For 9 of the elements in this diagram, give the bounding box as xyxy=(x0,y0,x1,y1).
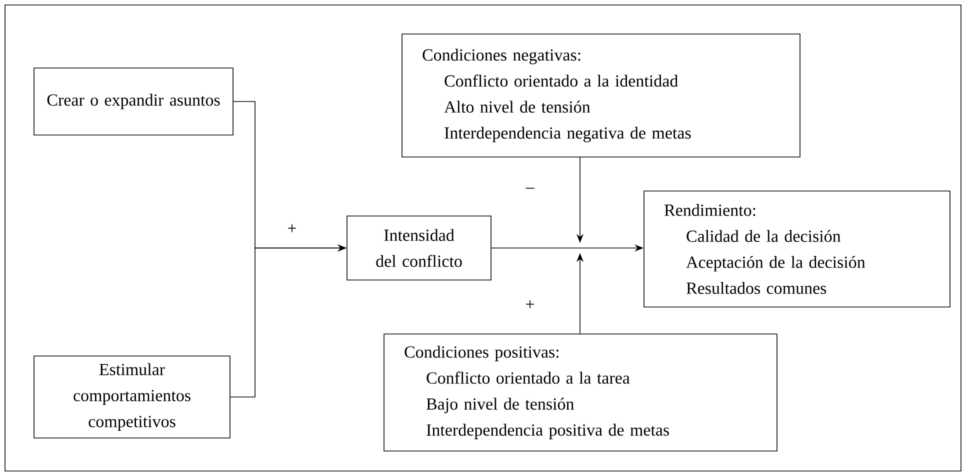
edge-label: + xyxy=(524,299,536,311)
outcome-box: Rendimiento: Calidad de la decisión Aceptación de la decisión Resultados comunes xyxy=(644,190,950,308)
process-box: Crear o expandir asuntos xyxy=(34,68,234,136)
edge-label: + xyxy=(286,223,298,235)
condition-box: Condiciones positivas: Conflicto orientado a la tarea Bajo nivel de tensión Interdependencia positiva de metas xyxy=(384,334,778,452)
process-box: Intensidad del conflicto xyxy=(346,216,492,280)
condition-box: Condiciones negativas: Conflicto orientado a la identidad Alto nivel de tensión Interdependencia negativa de metas xyxy=(402,34,800,158)
edge-label: – xyxy=(524,186,536,194)
process-box: Estimular comportamientos competitivos xyxy=(34,356,230,438)
